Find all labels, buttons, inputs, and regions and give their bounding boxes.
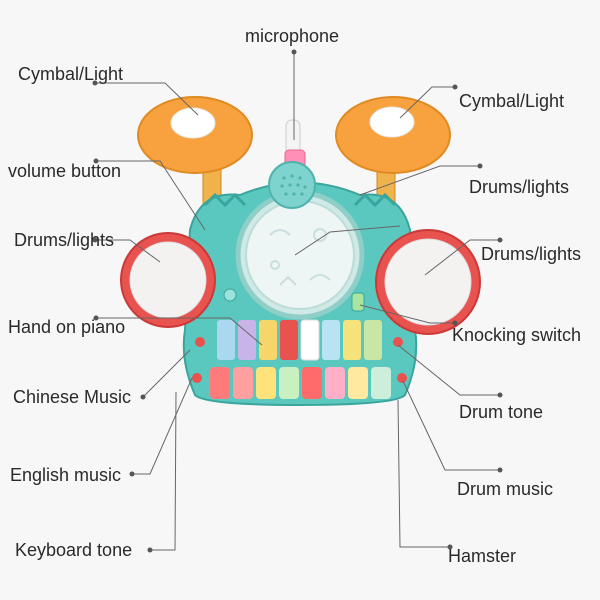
- label-chinese-music: Chinese Music: [13, 387, 132, 407]
- label-knocking-switch: Knocking switch: [452, 325, 582, 345]
- upper-key-row: [217, 319, 382, 361]
- leader-drums-left: [95, 239, 161, 263]
- leader-volume: [96, 160, 206, 231]
- leader-drums-center: [294, 225, 401, 256]
- left-bottom-button: [192, 373, 202, 383]
- leader-dots: [92, 49, 503, 553]
- body-ridges: [203, 192, 397, 208]
- leader-hand-on-piano: [96, 317, 263, 346]
- label-drums-right-top: Drums/lights: [469, 177, 570, 197]
- leader-cymbal-left: [95, 82, 199, 116]
- center-drum-head: [245, 200, 355, 310]
- label-drum-tone: Drum tone: [459, 402, 544, 422]
- label-cymbal-right: Cymbal/Light: [459, 91, 565, 111]
- label-microphone: microphone: [245, 26, 340, 46]
- microphone-head: [268, 161, 316, 209]
- right-bottom-button: [397, 373, 407, 383]
- lower-key-row: [210, 367, 391, 399]
- center-drum-pattern: [269, 228, 331, 286]
- left-mode-button: [195, 337, 205, 347]
- label-english-music: English music: [10, 465, 122, 485]
- label-drums-right: Drums/lights: [481, 244, 582, 264]
- leader-knocking-switch: [359, 304, 455, 324]
- leader-drum-music: [402, 380, 500, 471]
- leader-english-music: [132, 377, 193, 475]
- leader-drum-tone: [397, 344, 500, 396]
- microphone-grille: [280, 174, 307, 196]
- leader-lines: [95, 52, 500, 551]
- leader-chinese-music: [142, 349, 191, 398]
- label-drums-left: Drums/lights: [14, 230, 115, 250]
- label-keyboard-tone: Keyboard tone: [15, 540, 133, 560]
- leader-hamster: [397, 399, 450, 548]
- leader-drums-right: [424, 239, 500, 276]
- label-hand-on-piano: Hand on piano: [8, 317, 126, 337]
- knocking-switch: [351, 292, 365, 312]
- left-drum-head: [129, 241, 207, 319]
- leader-drums-right-top: [359, 165, 480, 196]
- label-drum-music: Drum music: [457, 479, 554, 499]
- volume-button: [223, 288, 237, 302]
- left-cymbal-light: [170, 107, 216, 139]
- leader-keyboard-tone: [150, 391, 177, 551]
- right-drum-head: [384, 238, 472, 326]
- label-volume-button: volume button: [8, 161, 122, 181]
- leader-cymbal-right: [399, 86, 455, 119]
- right-mode-button: [393, 337, 403, 347]
- label-cymbal-left: Cymbal/Light: [18, 64, 124, 84]
- label-hamster: Hamster: [448, 546, 517, 566]
